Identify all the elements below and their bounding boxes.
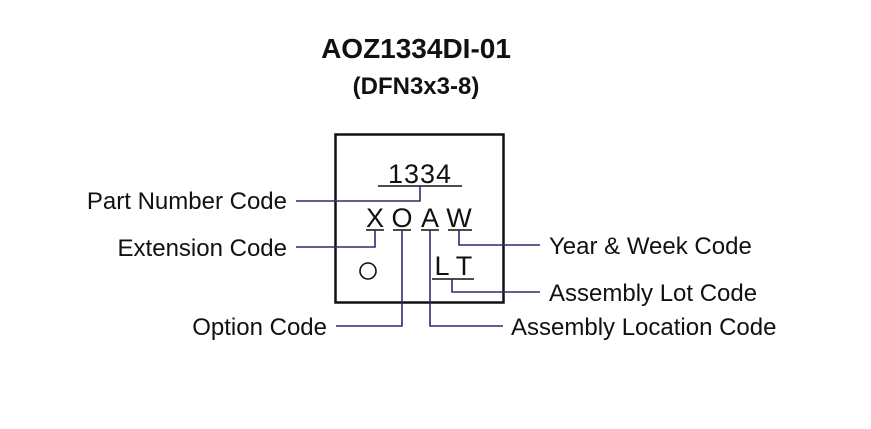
label-year-week-code: Year & Week Code [549, 233, 752, 260]
label-extension-code: Extension Code [118, 235, 287, 262]
label-assembly-lot-code: Assembly Lot Code [549, 280, 757, 307]
chip-lot-letter-2: T [456, 251, 473, 281]
extension-leader [296, 230, 376, 248]
chip-letter-year-week: W [446, 203, 472, 233]
pin1-marker-icon [359, 262, 377, 280]
label-assembly-location-code: Assembly Location Code [511, 314, 776, 341]
chip-letter-option: O [391, 203, 412, 233]
chip-letter-extension: X [366, 203, 384, 233]
chip-letter-location: A [421, 203, 439, 233]
chip-outline [334, 133, 505, 304]
chip-lot-letter-1: L [434, 251, 449, 281]
option-leader [336, 230, 403, 327]
part-title: AOZ1334DI-01 [321, 33, 511, 64]
location-leader [429, 230, 503, 327]
part-number-leader [296, 186, 421, 202]
package-title: (DFN3x3-8) [352, 73, 480, 100]
chip-part-number: 1334 [388, 159, 452, 189]
label-part-number-code: Part Number Code [87, 188, 287, 215]
lot-leader [451, 279, 540, 293]
label-option-code: Option Code [192, 314, 327, 341]
year-week-leader [458, 230, 540, 246]
leader-lines [296, 186, 540, 327]
